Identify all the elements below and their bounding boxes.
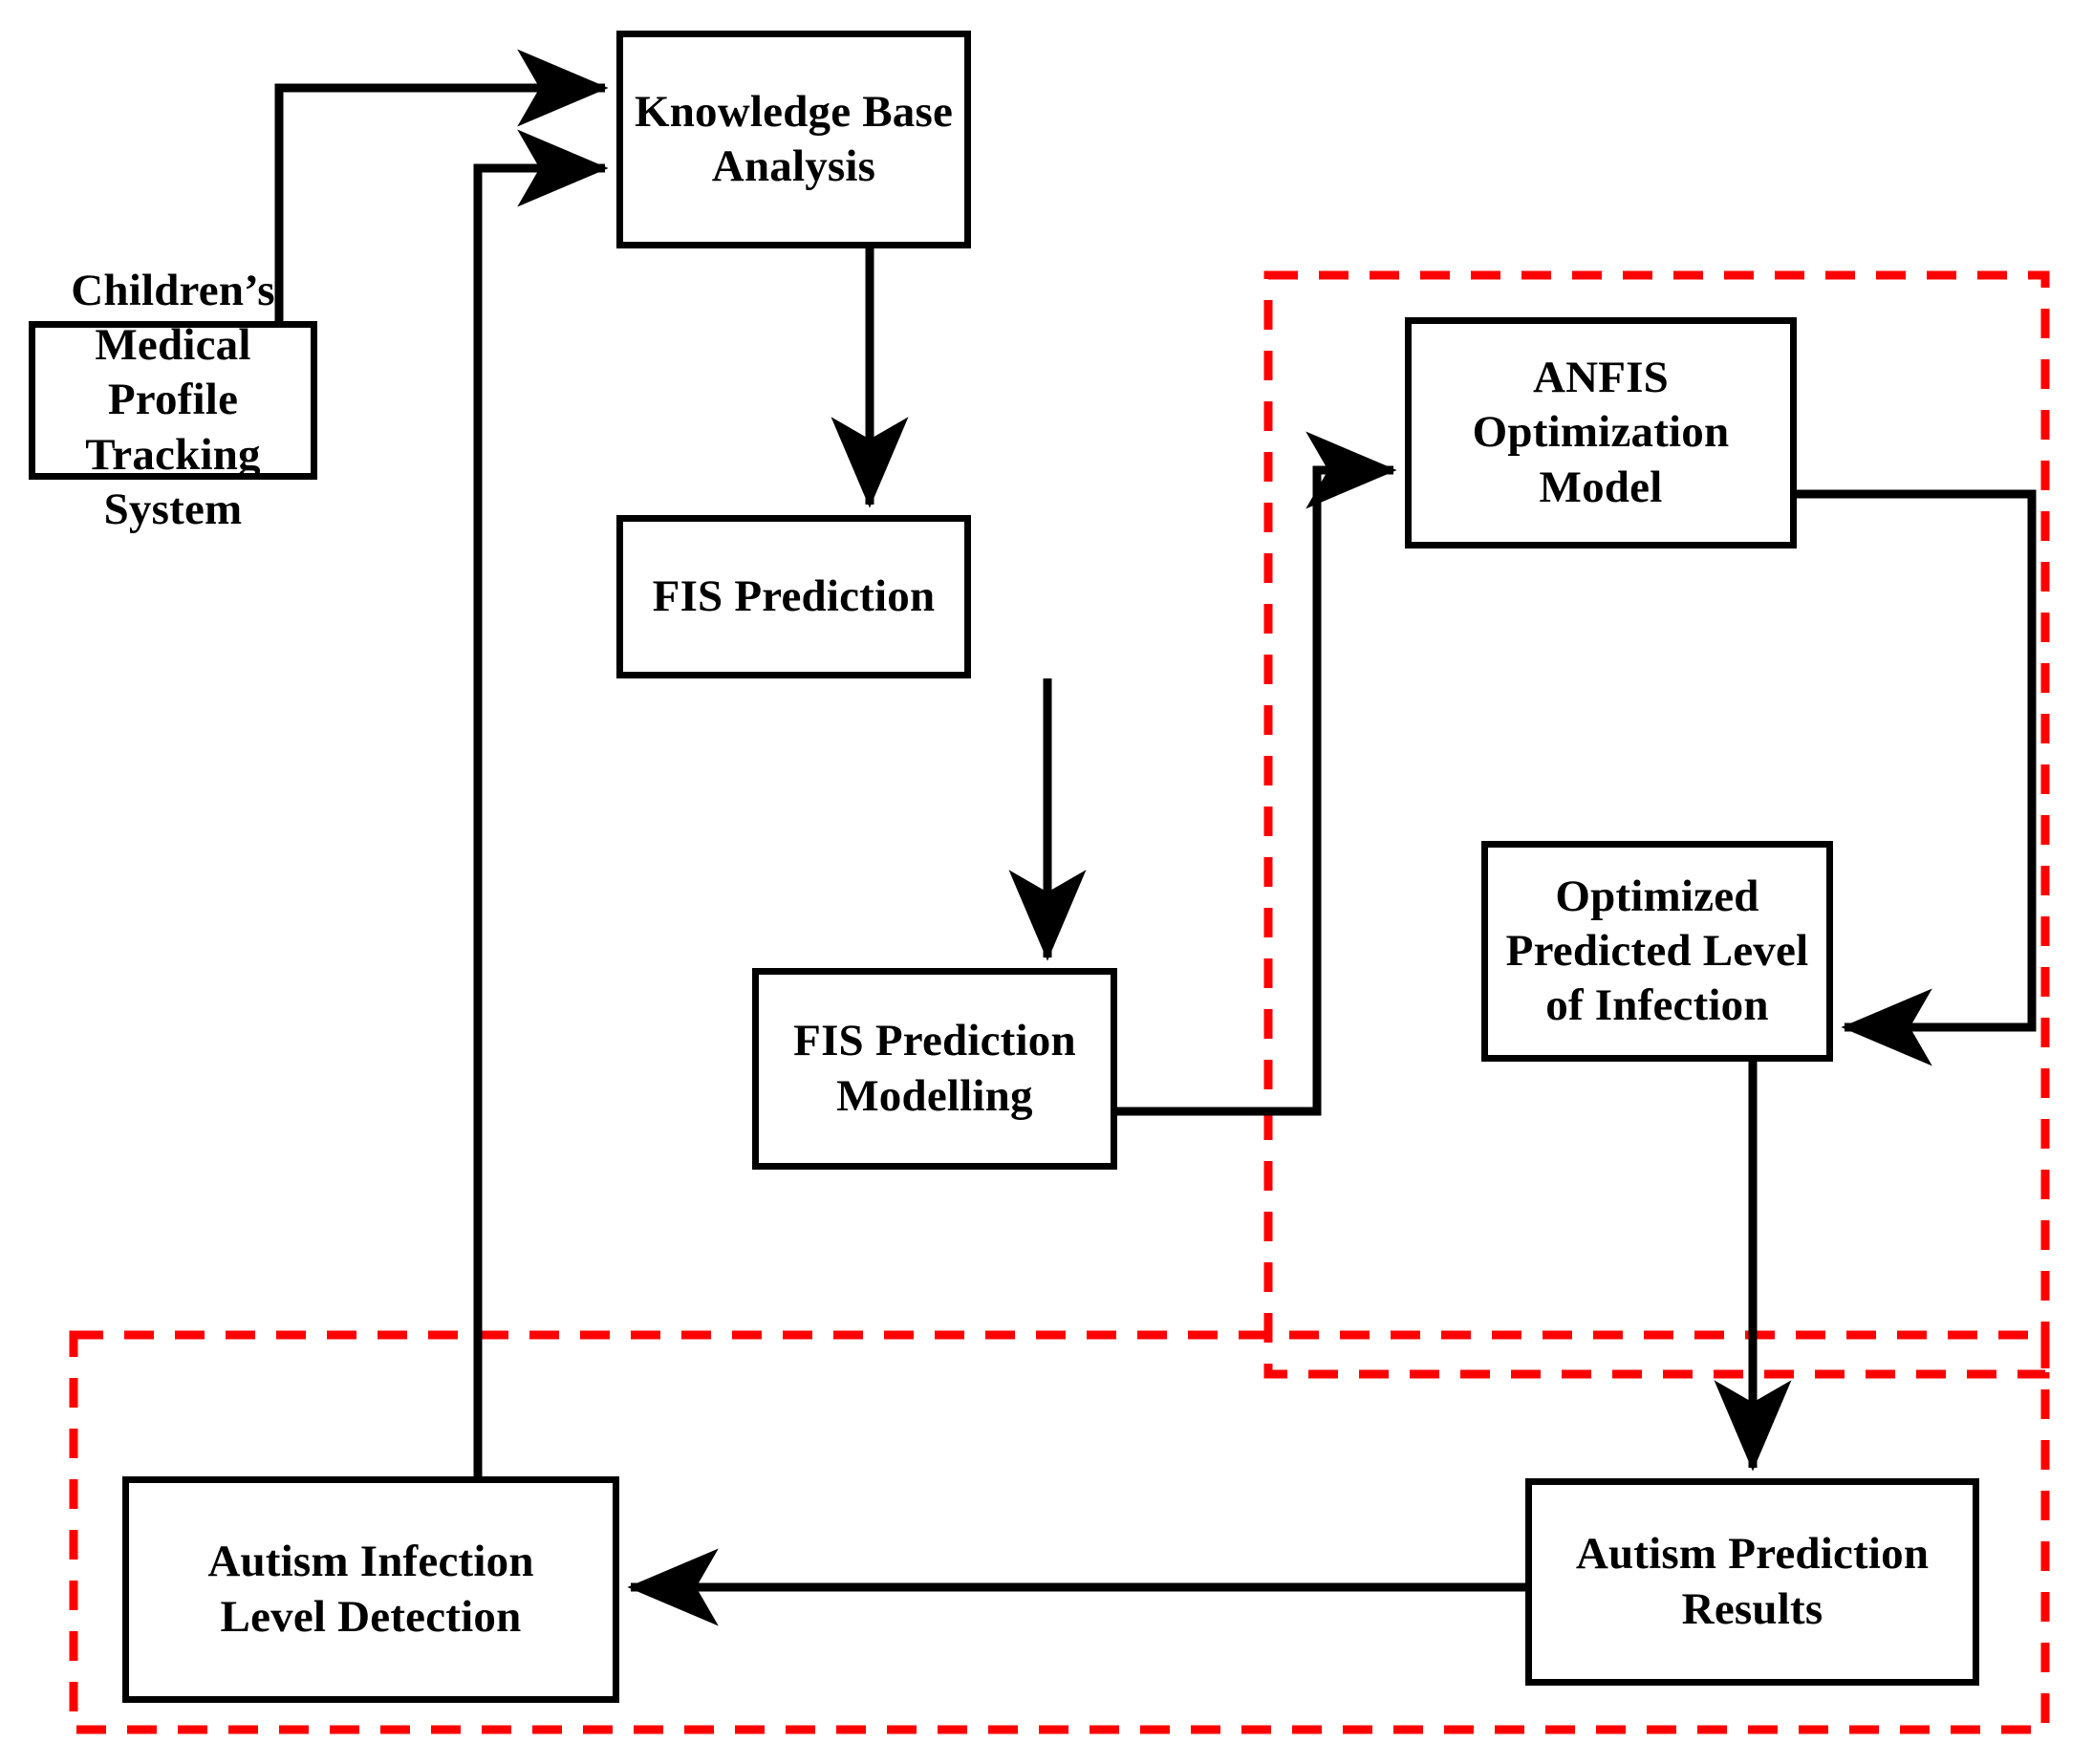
node-fis-prediction-modelling[interactable]: FIS Prediction Modelling	[752, 968, 1117, 1170]
group-anfis-optimization	[1263, 270, 2050, 1379]
node-autism-prediction-results[interactable]: Autism Prediction Results	[1525, 1478, 1979, 1686]
node-label: FIS Prediction Modelling	[793, 1016, 1076, 1121]
node-children-medical-profile[interactable]: Children’s Medical Profile Tracking Syst…	[29, 266, 317, 534]
group-detection-results	[69, 1330, 2050, 1734]
node-label: Autism Infection Level Detection	[207, 1537, 534, 1642]
node-label: Autism Prediction Results	[1575, 1529, 1930, 1634]
node-label: ANFIS Optimization Model	[1472, 353, 1730, 512]
node-anfis-optimization-model[interactable]: ANFIS Optimization Model	[1405, 317, 1797, 549]
node-label: Knowledge Base Analysis	[634, 86, 954, 191]
connector-modelling-to-anfis	[1117, 431, 1397, 1116]
connector-children-to-knowledge-base	[274, 49, 609, 321]
node-fis-prediction[interactable]: FIS Prediction	[616, 515, 971, 678]
node-knowledge-base-analysis[interactable]: Knowledge Base Analysis	[616, 31, 971, 248]
node-optimized-predicted-level[interactable]: Optimized Predicted Level of Infection	[1481, 841, 1833, 1062]
node-label: Optimized Predicted Level of Infection	[1505, 871, 1809, 1031]
node-label: Children’s Medical Profile Tracking Syst…	[71, 265, 275, 534]
connector-detection-to-knowledge-base	[473, 129, 609, 1476]
node-label: FIS Prediction	[652, 570, 936, 621]
node-autism-infection-level-detection[interactable]: Autism Infection Level Detection	[122, 1476, 619, 1703]
connector-anfis-to-optimized-level	[1797, 489, 2037, 1066]
